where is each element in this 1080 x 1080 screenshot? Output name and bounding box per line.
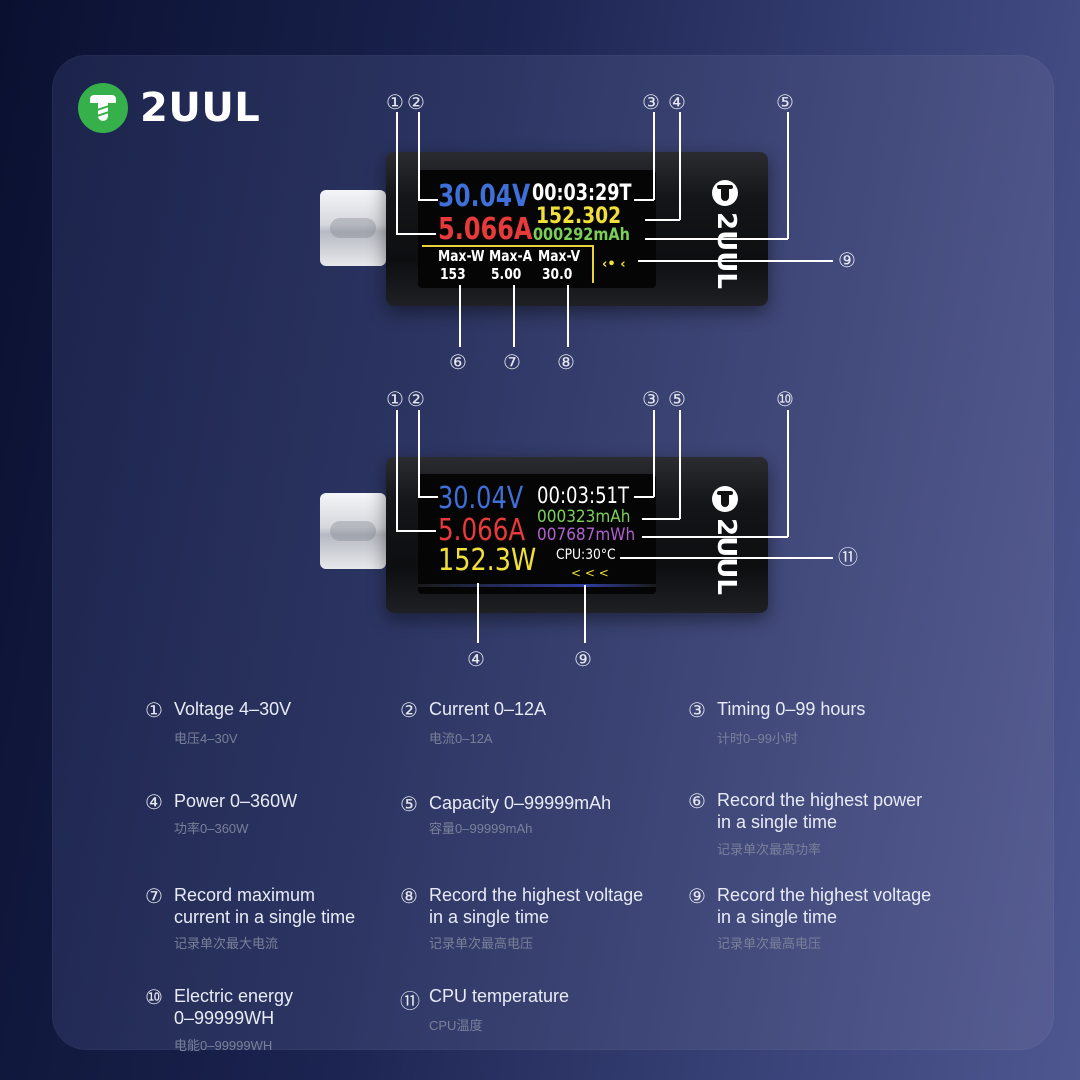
callout-5: ⑤	[776, 90, 794, 114]
max-a-label: Max-A	[489, 247, 533, 265]
power-readout: 152.302	[536, 204, 622, 229]
spec-title: Capacity 0–99999mAh	[429, 793, 612, 813]
device-brand: 2UUL	[711, 486, 741, 595]
device-screen: 30.04V 00:03:51T 5.066A 000323mAh 007687…	[418, 474, 656, 594]
energy-readout: 007687mWh	[537, 525, 636, 545]
device-brand-text: 2UUL	[711, 518, 741, 595]
cpu-temp-readout: CPU:30°C	[556, 547, 616, 563]
callout-3: ③	[642, 387, 660, 411]
spec-title: Current 0–12A	[429, 699, 547, 719]
current-readout: 5.066A	[438, 212, 533, 247]
spec-subtitle: 电压4–30V	[174, 731, 238, 746]
spec-title: Power 0–360W	[174, 791, 298, 811]
current-readout: 5.066A	[438, 513, 526, 548]
callout-11: ⑪	[838, 545, 858, 569]
callout-3: ③	[642, 90, 660, 114]
spec-title: Electric energy	[174, 986, 294, 1006]
spec-subtitle: CPU温度	[429, 1018, 483, 1033]
spec-number: ⑪	[400, 989, 420, 1013]
brand-name: 2UUL	[140, 85, 261, 131]
spec-subtitle: 容量0–99999mAh	[429, 821, 533, 836]
screw-icon	[712, 180, 738, 206]
voltage-readout: 30.04V	[438, 481, 524, 516]
spec-subtitle: 电能0–99999WH	[174, 1038, 273, 1053]
voltage-readout: 30.04V	[438, 179, 531, 214]
device-screen: 30.04V 00:03:29T 5.066A 152.302 000292mA…	[418, 170, 656, 288]
spec-title-line2: 0–99999WH	[174, 1008, 275, 1028]
spec-title-line2: in a single time	[717, 907, 838, 927]
spec-title-line2: in a single time	[717, 812, 838, 832]
spec-subtitle: 记录单次最大电流	[174, 936, 279, 951]
brand-logo: 2UUL	[78, 82, 260, 134]
callout-10: ⑩	[776, 387, 794, 411]
spec-title-line2: in a single time	[429, 907, 550, 927]
capacity-readout: 000323mAh	[537, 507, 631, 527]
callout-8: ⑧	[557, 350, 575, 374]
callout-9: ⑨	[838, 248, 856, 272]
spec-title: Voltage 4–30V	[174, 699, 292, 719]
spec-number: ⑥	[688, 789, 706, 813]
spec-subtitle: 计时0–99小时	[717, 731, 798, 746]
spec-number: ①	[145, 698, 163, 722]
max-w-value: 153	[440, 265, 466, 283]
spec-subtitle: 电流0–12A	[429, 731, 493, 746]
callout-6: ⑥	[449, 350, 467, 374]
max-v-label: Max-V	[538, 247, 581, 265]
callout-2: ②	[407, 387, 425, 411]
spec-title: Record the highest voltage	[429, 885, 644, 905]
callout-2: ②	[407, 90, 425, 114]
spec-title: Record maximum	[174, 885, 316, 905]
callout-4: ④	[668, 90, 686, 114]
timer-readout: 00:03:29T	[532, 181, 632, 206]
callout-5: ⑤	[668, 387, 686, 411]
direction-arrows: ‹• ‹	[602, 257, 626, 272]
spec-title: Timing 0–99 hours	[717, 699, 866, 719]
spec-number: ⑩	[145, 985, 163, 1009]
direction-arrows: < < <	[571, 566, 609, 580]
screw-icon	[712, 486, 738, 512]
spec-title-line2: current in a single time	[174, 907, 356, 927]
callout-1: ①	[386, 90, 404, 114]
callout-9: ⑨	[574, 647, 592, 671]
device-brand: 2UUL	[711, 180, 741, 289]
timer-readout: 00:03:51T	[537, 484, 630, 509]
spec-number: ②	[400, 698, 418, 722]
spec-subtitle: 功率0–360W	[174, 821, 249, 836]
spec-number: ⑨	[688, 884, 706, 908]
screw-logo-icon	[78, 83, 128, 133]
spec-subtitle: 记录单次最高电压	[429, 936, 534, 951]
spec-subtitle: 记录单次最高电压	[717, 936, 822, 951]
spec-number: ⑦	[145, 884, 163, 908]
capacity-readout: 000292mAh	[533, 225, 630, 245]
spec-number: ⑧	[400, 884, 418, 908]
usb-c-plug	[320, 190, 386, 266]
max-a-value: 5.00	[491, 265, 522, 283]
callout-4: ④	[467, 647, 485, 671]
power-readout: 152.3W	[438, 543, 537, 578]
spec-title: Record the highest voltage	[717, 885, 932, 905]
device-brand-text: 2UUL	[711, 212, 741, 289]
spec-title: Record the highest power	[717, 790, 923, 810]
usb-c-plug	[320, 493, 386, 569]
callout-7: ⑦	[503, 350, 521, 374]
max-w-label: Max-W	[438, 247, 485, 265]
max-v-value: 30.0	[542, 265, 573, 283]
spec-number: ⑤	[400, 792, 418, 816]
spec-subtitle: 记录单次最高功率	[717, 842, 822, 857]
spec-number: ③	[688, 698, 706, 722]
spec-number: ④	[145, 790, 163, 814]
callout-1: ①	[386, 387, 404, 411]
spec-title: CPU temperature	[429, 986, 570, 1006]
